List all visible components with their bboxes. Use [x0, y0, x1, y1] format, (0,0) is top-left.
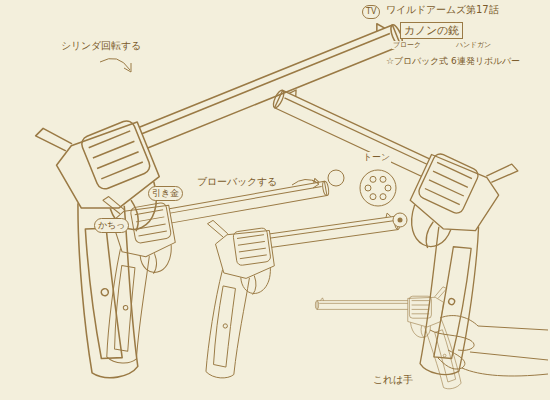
annotation: 引き金	[148, 186, 183, 201]
revolver-three-quarter	[198, 62, 548, 383]
muzzle-bore	[393, 213, 407, 227]
annotation: これは手	[372, 374, 414, 386]
annotation: カノンの銃	[400, 22, 463, 39]
annotation: かちっ	[94, 218, 129, 233]
cylinder-detail	[328, 170, 396, 206]
revolver-in-hand	[315, 287, 461, 389]
annotation: シリンダ回転する	[60, 40, 142, 52]
annotation: ワイルドアームズ第17話	[385, 4, 500, 16]
hand	[430, 316, 548, 376]
annotation: ブローク	[392, 41, 422, 49]
motion-arrow	[100, 58, 319, 188]
annotation: ハンドガン	[455, 41, 492, 49]
bore-hole	[398, 218, 403, 223]
annotation: トーン	[362, 152, 391, 163]
annotation: ☆ブロバック式 6連発リボルバー	[385, 56, 521, 67]
revolver-muzzle-view	[185, 195, 417, 381]
annotation: ブローバックする	[196, 176, 278, 188]
annotation: TV	[362, 5, 380, 19]
